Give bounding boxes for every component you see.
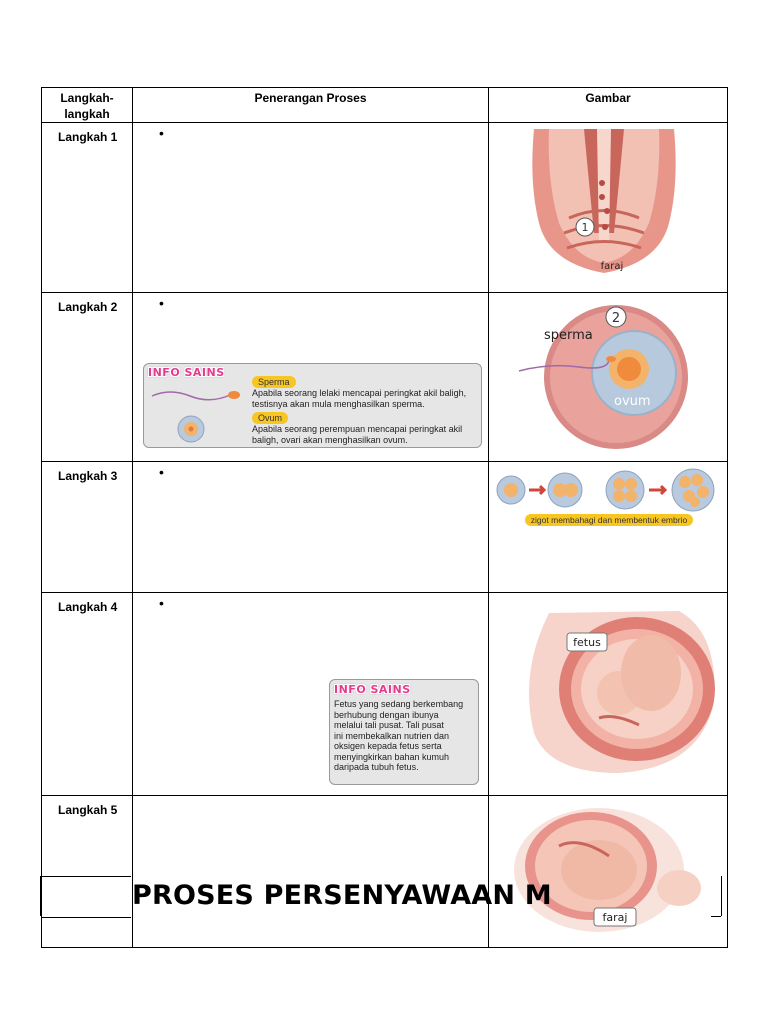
info-sains-title: INFO SAINS — [148, 366, 225, 379]
step-5-faraj-label: faraj — [603, 911, 628, 924]
fetus-info-text: Fetus yang sedang berkembang berhubung d… — [334, 699, 478, 773]
fetus-info-line: berhubung dengan ibunya — [334, 709, 439, 720]
title-frame — [40, 876, 722, 918]
ovum-icon — [177, 415, 205, 443]
ovum-text-line: Apabila seorang perempuan mencapai perin… — [252, 424, 463, 434]
bullet: • — [159, 464, 164, 480]
fetus-info-line: oksigen kepada fetus serta — [334, 741, 442, 751]
table-row: Langkah 2 • INFO SAINS Sperma Apabila se… — [41, 292, 728, 462]
step-1-description-cell[interactable]: • — [132, 122, 489, 293]
fetus-info-line: daripada tubuh fetus. — [334, 762, 419, 772]
step-2-image-cell: 2 sperma ovum — [488, 292, 728, 462]
zygote-division-illustration — [496, 468, 715, 512]
step-2-number: 2 — [612, 311, 620, 326]
bullet: • — [159, 595, 164, 611]
table-row: Langkah 3 • zigot membahagi dan membentu… — [41, 461, 728, 593]
table-row: Langkah 4 • INFO SAINS Fetus yang sedang… — [41, 592, 728, 796]
header-image: Gambar — [488, 87, 728, 123]
info-sains-title: INFO SAINS — [334, 683, 411, 696]
ovulation-uterus-illustration: 1 faraj — [532, 129, 676, 273]
step-1-number: 1 — [582, 221, 589, 234]
table-row: Langkah 1 • 1 faraj — [41, 122, 728, 293]
sperm-icon — [151, 391, 240, 401]
header-steps-line2: langkah — [64, 107, 110, 121]
sperm-text: Apabila seorang lelaki mencapai peringka… — [252, 388, 466, 409]
fertilisation-illustration: 2 sperma ovum — [518, 305, 688, 449]
fetus-info-line: menyingkirkan bahan kumuh — [334, 751, 450, 762]
bullet: • — [159, 125, 164, 141]
table-row: Langkah 5 faraj — [41, 795, 728, 948]
fetus-info-line: Fetus yang sedang berkembang — [334, 699, 464, 709]
page-title: PROSES PERSENYAWAAN M — [132, 880, 552, 911]
step-2-sperm-label: sperma — [544, 328, 593, 343]
table-header-row: Langkah- langkah Penerangan Proses Gamba… — [41, 87, 728, 123]
step-3-image-cell: zigot membahagi dan membentuk embrio — [488, 461, 728, 593]
sperm-text-line: Apabila seorang lelaki mencapai peringka… — [252, 388, 467, 398]
step-1-image-cell: 1 faraj — [488, 122, 728, 293]
header-description: Penerangan Proses — [132, 87, 489, 123]
ovum-pill: Ovum — [252, 412, 289, 424]
header-steps: Langkah- langkah — [41, 87, 133, 123]
sperm-pill: Sperma — [252, 376, 296, 388]
step-4-description-cell[interactable]: • INFO SAINS Fetus yang sedang berkemban… — [132, 592, 489, 796]
step-4-image-cell: fetus — [488, 592, 728, 796]
ovum-text-line: baligh, ovari akan menghasilkan ovum. — [252, 434, 408, 445]
step-4-label: Langkah 4 — [58, 600, 118, 614]
step-2-ovum-label: ovum — [614, 394, 651, 409]
bullet: • — [159, 295, 164, 311]
info-sains-box-sperm-ovum: INFO SAINS Sperma Apabila seorang lelaki… — [143, 363, 482, 448]
step-5-image-cell: faraj — [488, 795, 728, 948]
birth-illustration: faraj — [514, 808, 701, 932]
step-2-description-cell[interactable]: • INFO SAINS Sperma Apabila seorang lela… — [132, 292, 489, 462]
fetus-in-womb-illustration: fetus — [529, 611, 715, 773]
step-3-caption: zigot membahagi dan membentuk embrio — [525, 514, 693, 526]
step-3-description-cell[interactable]: • — [132, 461, 489, 593]
fetus-info-line: melalui tali pusat. Tali pusat — [334, 720, 444, 730]
fetus-info-line: ini membekalkan nutrien dan — [334, 730, 450, 741]
step-3-label: Langkah 3 — [58, 469, 118, 483]
step-2-label: Langkah 2 — [58, 300, 118, 314]
process-table: Langkah- langkah Penerangan Proses Gamba… — [41, 87, 728, 948]
header-steps-line1: Langkah- — [60, 91, 114, 105]
info-sains-box-fetus: INFO SAINS Fetus yang sedang berkembang … — [329, 679, 479, 785]
step-5-label: Langkah 5 — [58, 803, 118, 817]
step-1-faraj-label: faraj — [601, 261, 624, 272]
ovum-text: Apabila seorang perempuan mencapai perin… — [252, 424, 462, 445]
sperm-text-line: testisnya akan mula menghasilkan sperma. — [252, 398, 425, 409]
step-4-fetus-label: fetus — [573, 636, 601, 649]
step-5-description-cell[interactable] — [132, 795, 489, 948]
step-1-label: Langkah 1 — [58, 130, 118, 144]
